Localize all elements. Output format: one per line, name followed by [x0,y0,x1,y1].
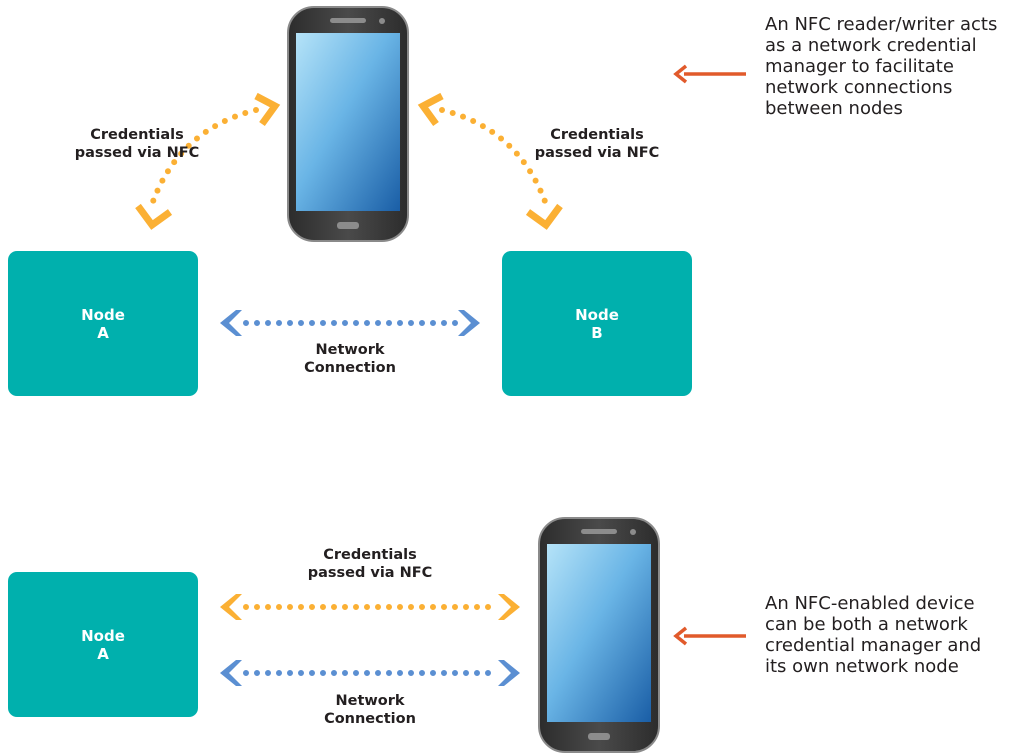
description-line: between nodes [765,98,903,119]
credentials-label-line1: Credentials [323,547,417,563]
credentials-label-left: Credentials passed via NFC [62,126,212,162]
description-line: credential manager and [765,635,982,656]
description-line: manager to facilitate [765,56,954,77]
pointer-arrow-icon [673,626,746,646]
description-line: can be both a network [765,614,968,635]
network-connection-label: Network Connection [275,341,425,377]
node-a-box: Node A [8,251,198,396]
top-description: An NFC reader/writer acts as a network c… [765,14,997,119]
credentials-flow-right [417,92,563,230]
network-label-line1: Network [335,693,405,709]
network-label-line2: Connection [304,360,396,376]
credentials-label-line2: passed via NFC [307,565,433,581]
description-line: An NFC-enabled device [765,593,975,614]
description-line: as a network credential [765,35,977,56]
credentials-label-line2: passed via NFC [74,145,200,161]
pointer-arrow-icon [673,64,746,84]
node-title: Node [81,305,125,324]
node-title: Node [81,626,125,645]
node-b-box: Node B [502,251,692,396]
node-a-box: Node A [8,572,198,717]
network-label-line1: Network [315,342,385,358]
node-letter: A [97,323,109,342]
credentials-flow [220,594,520,620]
credentials-flow-left [135,92,281,230]
network-connection-flow [220,310,480,336]
description-line: its own network node [765,656,959,677]
credentials-label: Credentials passed via NFC [295,546,445,582]
description-line: network connections [765,77,953,98]
node-letter: B [591,323,603,342]
smartphone-icon [538,517,660,753]
network-connection-label: Network Connection [295,692,445,728]
network-label-line2: Connection [324,711,416,727]
smartphone-icon [287,6,409,242]
bottom-description: An NFC-enabled device can be both a netw… [765,593,981,677]
credentials-label-line1: Credentials [550,127,644,143]
node-letter: A [97,644,109,663]
credentials-label-line1: Credentials [90,127,184,143]
network-connection-flow [220,660,520,686]
node-title: Node [575,305,619,324]
credentials-label-right: Credentials passed via NFC [522,126,672,162]
credentials-label-line2: passed via NFC [534,145,660,161]
description-line: An NFC reader/writer acts [765,14,998,35]
